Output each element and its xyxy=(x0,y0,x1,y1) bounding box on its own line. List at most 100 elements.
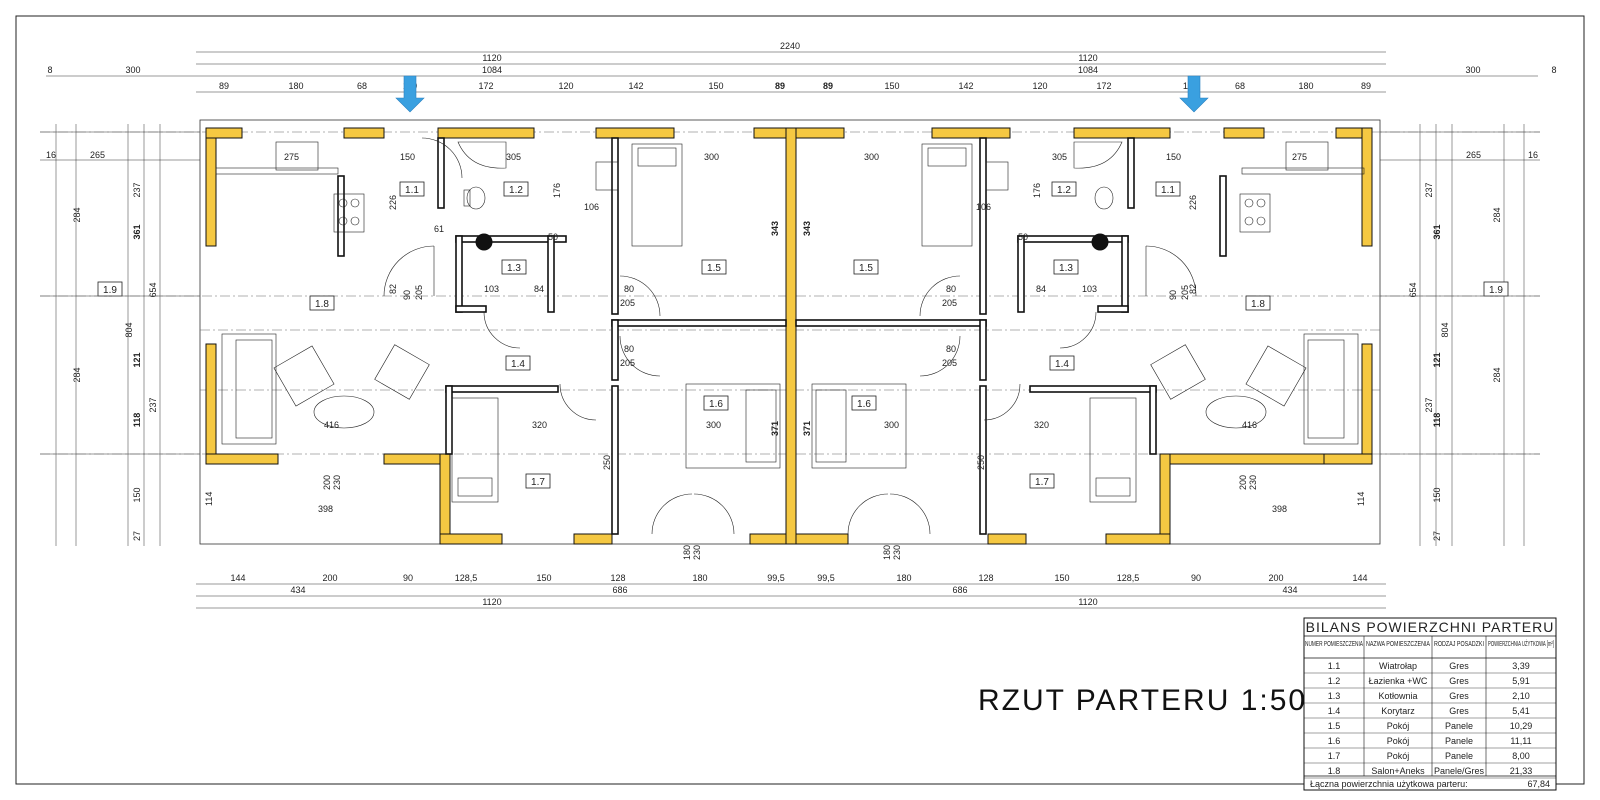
room-label-1.9-left: 1.9 xyxy=(103,285,117,296)
furniture xyxy=(215,141,1365,503)
dim-300-r2: 300 xyxy=(884,420,899,430)
door-80-d: 80 xyxy=(946,344,956,354)
cell-numer: 1.1 xyxy=(1328,661,1341,671)
room-label-1.1-right: 1.1 xyxy=(1161,185,1175,196)
dim-804-l: 804 xyxy=(124,322,134,337)
dim-top-l-1: 180 xyxy=(288,81,303,91)
dim-320-r: 320 xyxy=(1034,420,1049,430)
room-labels: 1.1 1.2 1.3 1.4 1.5 1.6 1.7 1.8 1.1 1.2 … xyxy=(309,181,1271,489)
dim-686-left: 686 xyxy=(612,585,627,595)
dim-16-a: 16 xyxy=(46,150,56,160)
room-label-1.8-right: 1.8 xyxy=(1251,299,1265,310)
door-swings xyxy=(383,137,1197,535)
dim-305-r: 305 xyxy=(1052,152,1067,162)
dim-106-l: 106 xyxy=(584,202,599,212)
dim-top-r-4: 172 xyxy=(1096,81,1111,91)
dim-118-l: 118 xyxy=(132,413,142,428)
dim-top-l-5: 120 xyxy=(558,81,573,91)
dim-106-r: 106 xyxy=(976,202,991,212)
dim-bot-l-6: 180 xyxy=(692,573,707,583)
dim-121-l: 121 xyxy=(132,352,142,367)
dim-top-l-0: 89 xyxy=(219,81,229,91)
dim-27-l: 27 xyxy=(132,531,142,541)
cell-rodzaj: Gres xyxy=(1449,691,1469,701)
dim-half-right: 1120 xyxy=(1078,53,1097,63)
dim-bot-l-5: 128 xyxy=(610,573,625,583)
dim-275-l: 275 xyxy=(284,152,299,162)
dim-284-r2: 284 xyxy=(1492,367,1502,382)
dim-bot-l-4: 150 xyxy=(536,573,551,583)
cell-nazwa: Łazienka +WC xyxy=(1369,676,1428,686)
room-label-1.1-left: 1.1 xyxy=(405,185,419,196)
room-label-1.2-right: 1.2 xyxy=(1057,185,1071,196)
dim-82-l: 82 xyxy=(388,284,398,294)
dim-150-r: 150 xyxy=(1432,487,1442,502)
dim-84-r: 84 xyxy=(1036,284,1046,294)
dim-176-l: 176 xyxy=(552,183,562,198)
dim-top-r-6: 68 xyxy=(1235,81,1245,91)
room-label-1.8-left: 1.8 xyxy=(315,299,329,310)
dim-230-r: 230 xyxy=(1248,475,1258,490)
room-label-1.7-right: 1.7 xyxy=(1035,477,1049,488)
dim-top-r-1: 150 xyxy=(884,81,899,91)
dim-275-r: 275 xyxy=(1292,152,1307,162)
dim-361-l: 361 xyxy=(132,224,142,239)
dim-416-r: 416 xyxy=(1242,420,1257,430)
dim-top-l-7: 150 xyxy=(708,81,723,91)
dim-300-l: 300 xyxy=(704,152,719,162)
cell-powierzchnia: 10,29 xyxy=(1510,721,1533,731)
bottom-dimensions: 144 200 90 128,5 150 128 180 99,5 99,5 1… xyxy=(196,573,1386,609)
dim-top-l-2: 68 xyxy=(357,81,367,91)
th-nazwa: NAZWA POMIESZCZENIA xyxy=(1366,641,1430,648)
dim-230-lb: 230 xyxy=(692,545,702,560)
dim-300-l2: 300 xyxy=(706,420,721,430)
table-footer-value: 67,84 xyxy=(1527,779,1550,789)
sheet-frame xyxy=(15,15,1585,785)
cell-numer: 1.3 xyxy=(1328,691,1341,701)
dim-180-l: 180 xyxy=(682,545,692,560)
top-dimensions: 2240 1120 1120 1084 1084 300 300 8 8 89 … xyxy=(46,41,1557,93)
dim-bot-r-6: 200 xyxy=(1268,573,1283,583)
dim-250-r: 250 xyxy=(976,455,986,470)
dim-bot-l-2: 90 xyxy=(403,573,413,583)
dim-bot-r-3: 150 xyxy=(1054,573,1069,583)
cell-powierzchnia: 8,00 xyxy=(1512,751,1530,761)
cell-powierzchnia: 21,33 xyxy=(1510,766,1533,776)
dim-200-l: 200 xyxy=(322,475,332,490)
dim-371-r: 371 xyxy=(802,421,812,436)
room-label-1.6-left: 1.6 xyxy=(709,399,723,410)
room-label-1.2-left: 1.2 xyxy=(509,185,523,196)
dim-305-l: 305 xyxy=(506,152,521,162)
dim-361-r: 361 xyxy=(1432,224,1442,239)
cell-nazwa: Salon+Aneks xyxy=(1371,766,1425,776)
interior-walls xyxy=(337,137,1227,535)
dim-118-r: 118 xyxy=(1432,413,1442,428)
dim-bot-l-3: 128,5 xyxy=(455,573,478,583)
door-90-l: 90 xyxy=(402,290,412,300)
dim-416-l: 416 xyxy=(324,420,339,430)
dim-8-left: 8 xyxy=(47,65,52,75)
entry-arrow-right-icon xyxy=(1179,75,1209,113)
dim-82-r: 82 xyxy=(1188,284,1198,294)
dim-top-l-6: 142 xyxy=(628,81,643,91)
cell-rodzaj: Gres xyxy=(1449,706,1469,716)
room-label-1.4-right: 1.4 xyxy=(1055,359,1069,370)
cell-numer: 1.7 xyxy=(1328,751,1341,761)
door-205-r: 205 xyxy=(1180,285,1190,300)
dim-237-l2: 237 xyxy=(148,397,158,412)
dim-bot-r-5: 90 xyxy=(1191,573,1201,583)
dim-300-right: 300 xyxy=(1465,65,1480,75)
cell-rodzaj: Panele xyxy=(1445,751,1473,761)
dim-top-r-8: 89 xyxy=(1361,81,1371,91)
dim-1120-right: 1120 xyxy=(1078,597,1097,607)
table-footer-label: Łączna powierzchnia użytkowa parteru: xyxy=(1310,779,1468,789)
room-tag-1.9-right xyxy=(1483,281,1509,297)
cell-rodzaj: Panele/Gres xyxy=(1434,766,1485,776)
dim-371-l: 371 xyxy=(770,421,780,436)
cell-powierzchnia: 5,41 xyxy=(1512,706,1530,716)
dim-180-r: 180 xyxy=(882,545,892,560)
dim-654-r: 654 xyxy=(1408,282,1418,297)
cell-powierzchnia: 3,39 xyxy=(1512,661,1530,671)
dim-250-l: 250 xyxy=(602,455,612,470)
cell-rodzaj: Panele xyxy=(1445,721,1473,731)
